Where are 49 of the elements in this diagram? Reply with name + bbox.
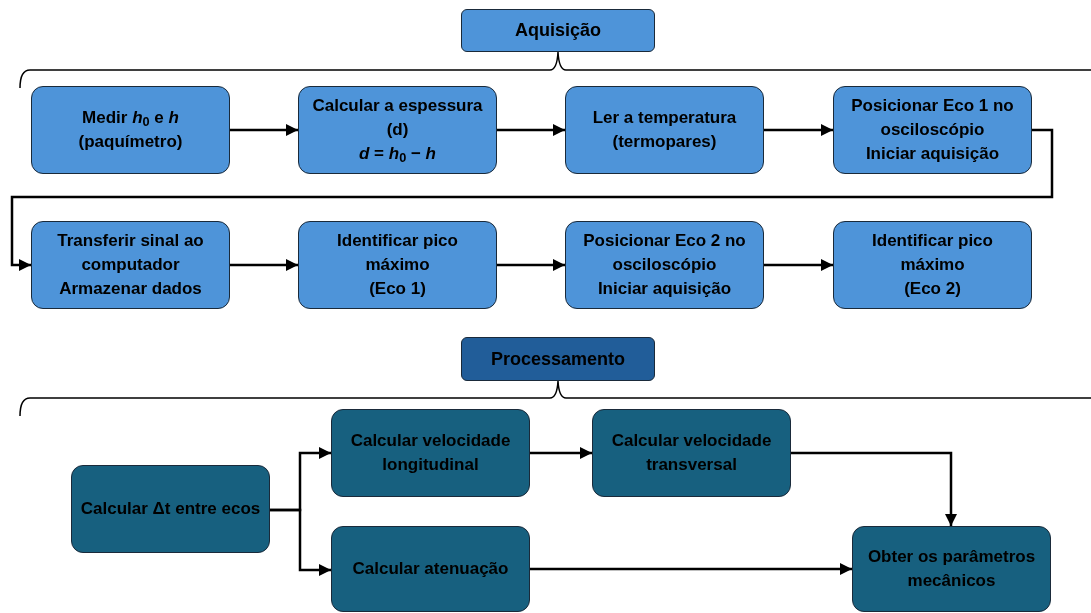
- process-box: [565, 221, 764, 309]
- process-box: [833, 221, 1032, 309]
- process-box: [592, 409, 791, 497]
- arrow: [10, 128, 1054, 272]
- arrow: [270, 508, 331, 577]
- arrow: [530, 446, 592, 460]
- box-text: Calcular velocidade transversal: [610, 430, 773, 476]
- box-text: Posicionar Eco 1 no osciloscópio: [850, 95, 1015, 141]
- arrow: [764, 258, 833, 272]
- box-text: (Eco 2): [904, 278, 961, 300]
- section-header: [461, 9, 655, 52]
- box-text: Calcular a espessura (d): [311, 95, 484, 141]
- process-box: [31, 86, 230, 174]
- section-header: [461, 337, 655, 381]
- box-text: Calcular atenuação: [352, 558, 509, 580]
- arrow: [230, 258, 298, 272]
- box-text: d = h$_{0}$ − h: [359, 143, 436, 166]
- box-text: Identificar pico máximo: [336, 230, 459, 276]
- arrow: [497, 258, 565, 272]
- process-box: [298, 221, 497, 309]
- arrow: [764, 123, 833, 137]
- box-text: Armazenar dados: [59, 278, 202, 300]
- box-text: Transferir sinal ao computador: [56, 230, 205, 276]
- box-text: Identificar pico máximo: [871, 230, 994, 276]
- process-box: [565, 86, 764, 174]
- process-box: [31, 221, 230, 309]
- box-text: Calcular Δt entre ecos: [80, 498, 261, 520]
- process-box: [71, 465, 270, 553]
- box-text: Ler a temperatura: [592, 107, 737, 129]
- box-text: Medir h$_{0}$ e h: [82, 107, 179, 130]
- process-box: [298, 86, 497, 174]
- box-text: Calcular velocidade longitudinal: [349, 430, 512, 476]
- box-text: Obter os parâmetros mecânicos: [866, 546, 1037, 592]
- box-text: Iniciar aquisição: [865, 143, 1000, 165]
- arrow: [497, 123, 565, 137]
- process-box: [331, 526, 530, 612]
- box-text: (paquímetro): [78, 131, 183, 153]
- process-box: [852, 526, 1051, 612]
- arrow: [230, 123, 298, 137]
- process-box: [833, 86, 1032, 174]
- box-text: Posicionar Eco 2 no osciloscópio: [582, 230, 747, 276]
- process-box: [331, 409, 530, 497]
- arrow: [791, 451, 958, 526]
- box-text: Aquisição: [515, 19, 601, 42]
- box-text: (termopares): [612, 131, 717, 153]
- box-text: (Eco 1): [369, 278, 426, 300]
- box-text: Iniciar aquisição: [597, 278, 732, 300]
- arrow: [530, 562, 852, 576]
- box-text: Processamento: [490, 347, 626, 371]
